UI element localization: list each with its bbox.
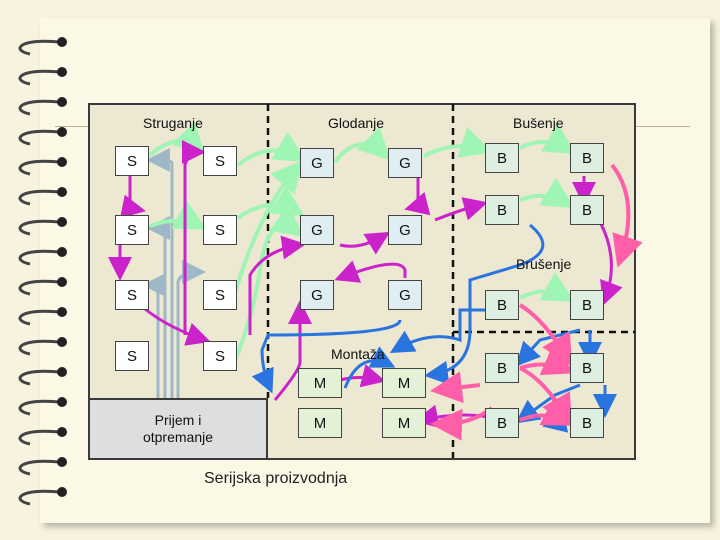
machine-m: M <box>382 408 426 438</box>
flow-line <box>234 159 304 291</box>
zone-label-glodanje: Glodanje <box>328 115 385 131</box>
flow-line <box>181 140 206 335</box>
flow-line <box>146 148 174 398</box>
flow-line <box>149 200 208 230</box>
flow-line <box>248 235 306 335</box>
flow-line <box>519 123 577 155</box>
flow-line <box>519 177 575 209</box>
machine-g: G <box>388 148 422 178</box>
flow-line <box>251 319 402 394</box>
machine-g: G <box>388 280 422 310</box>
spiral-binding-icon <box>18 37 67 506</box>
flow-line <box>142 273 167 398</box>
machine-s: S <box>115 146 149 176</box>
flow-line <box>610 163 643 268</box>
machine-m: M <box>298 368 342 398</box>
flow-line <box>404 176 431 216</box>
flow-line <box>519 345 576 376</box>
machine-b: B <box>570 408 604 438</box>
machine-g: G <box>388 215 422 245</box>
flow-line <box>119 172 146 219</box>
flow-line <box>423 127 493 158</box>
machine-b: B <box>485 195 519 225</box>
machine-s: S <box>115 341 149 371</box>
flow-line <box>146 216 171 398</box>
zone-label-struganje: Struganje <box>143 115 203 131</box>
machine-b: B <box>485 353 519 383</box>
machine-s: S <box>203 280 237 310</box>
flow-line <box>519 272 575 302</box>
machine-s: S <box>115 215 149 245</box>
flow-line <box>389 308 490 353</box>
machine-b: B <box>570 290 604 320</box>
receiving-label-line1: Prijem i <box>154 412 202 428</box>
flow-line <box>598 221 623 306</box>
machine-s: S <box>203 146 237 176</box>
flow-line <box>339 363 386 388</box>
flow-line <box>273 300 312 401</box>
receiving-shipping-area: Prijem i otpremanje <box>88 398 268 460</box>
diagram-caption: Serijska proizvodnja <box>204 470 348 487</box>
flow-line <box>233 204 305 361</box>
machine-b: B <box>570 143 604 173</box>
machine-m: M <box>298 408 342 438</box>
flow-line <box>424 223 545 385</box>
flow-line <box>334 260 407 283</box>
machine-m: M <box>382 368 426 398</box>
machine-s: S <box>203 215 237 245</box>
flow-line <box>333 126 391 164</box>
machine-g: G <box>300 215 334 245</box>
flow-line <box>434 197 488 222</box>
machine-b: B <box>570 353 604 383</box>
machine-g: G <box>300 280 334 310</box>
machine-b: B <box>485 290 519 320</box>
machine-b: B <box>570 195 604 225</box>
receiving-label-line2: otpremanje <box>142 429 214 445</box>
flow-line <box>430 371 481 404</box>
flow-line <box>236 131 307 167</box>
zone-label-busenje: Bušenje <box>513 115 564 131</box>
machine-g: G <box>300 148 334 178</box>
machine-s: S <box>203 341 237 371</box>
zone-label-brusenje: Brušenje <box>516 256 572 272</box>
machine-b: B <box>485 408 519 438</box>
flow-line <box>519 396 576 426</box>
flow-line <box>339 231 391 255</box>
flow-line <box>176 260 206 398</box>
zone-label-montaza: Montaža <box>331 346 385 362</box>
machine-s: S <box>115 280 149 310</box>
flow-line <box>343 346 396 389</box>
machine-b: B <box>485 143 519 173</box>
